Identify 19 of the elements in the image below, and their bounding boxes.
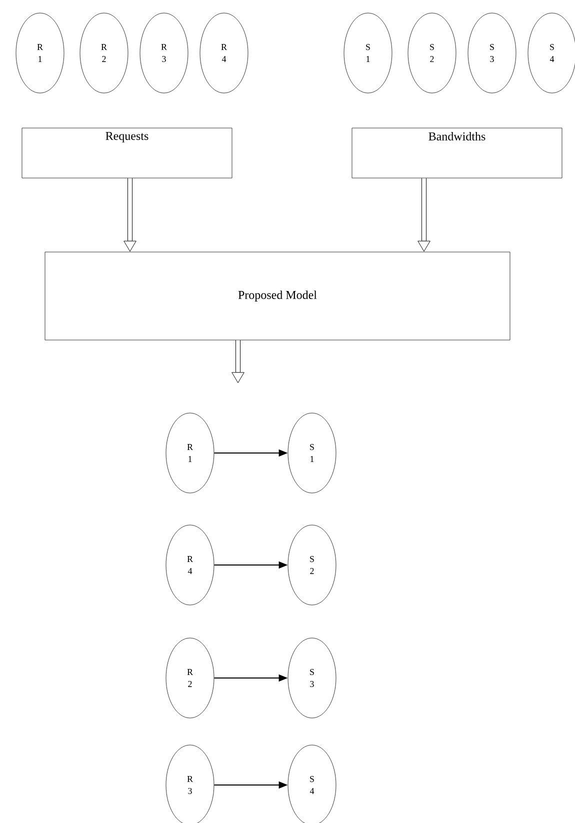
ellipse-node: S 3 [468,12,516,94]
ellipse-node: S 3 [288,638,336,718]
ellipse-node: R 4 [200,12,248,94]
ellipse-node: R 2 [80,12,128,94]
ellipse-node: S 1 [344,12,392,94]
ellipse-node: R 1 [16,12,64,94]
ellipse-node: R 3 [140,12,188,94]
input-box: Bandwidths [352,128,562,178]
ellipse-node: S 2 [288,524,336,606]
ellipse-node: R 2 [166,638,214,718]
input-box: Requests [22,128,232,178]
hollow-arrow [232,340,244,383]
ellipse-node: R 1 [166,412,214,494]
ellipse-node: S 2 [408,12,456,94]
hollow-arrow [124,178,136,252]
ellipse-node: S 1 [288,412,336,494]
model-box: Proposed Model [44,252,510,340]
hollow-arrow [418,178,430,252]
ellipse-node: R 4 [166,524,214,606]
